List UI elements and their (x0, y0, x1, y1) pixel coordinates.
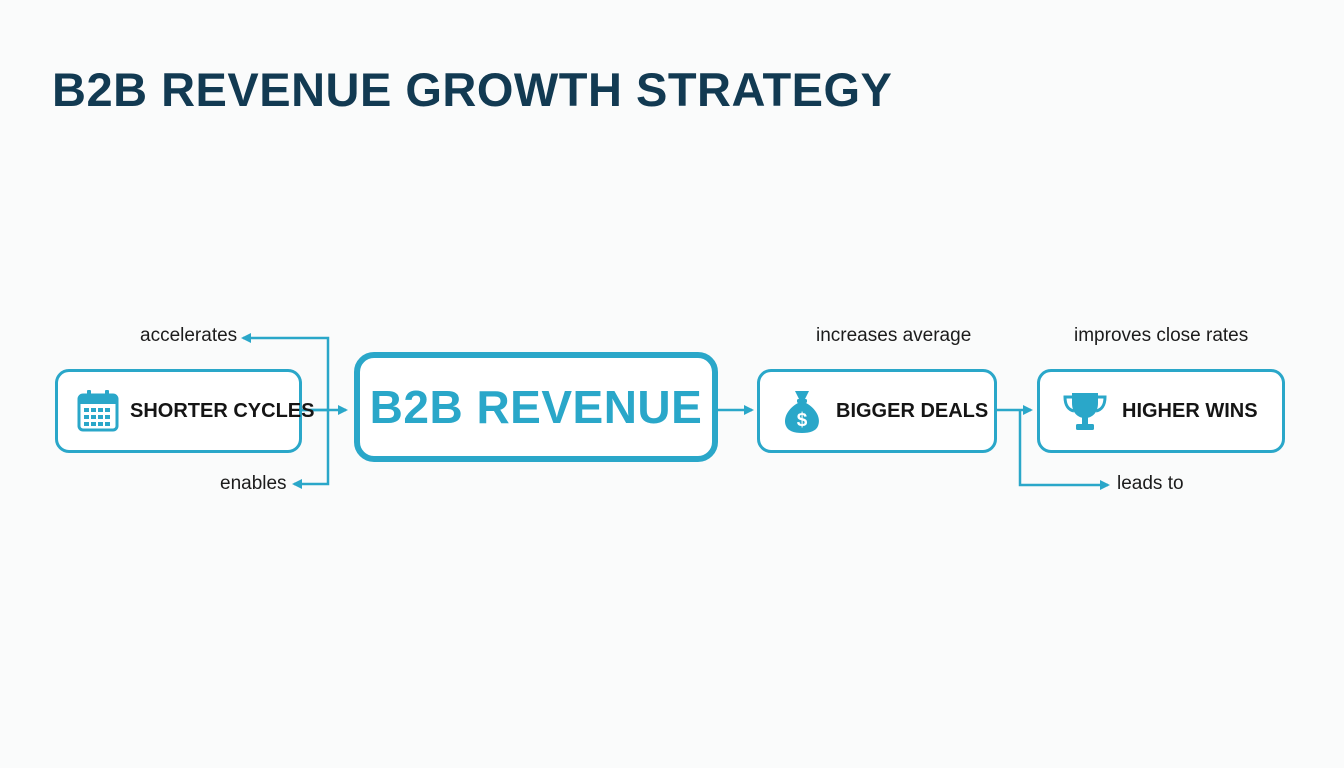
node-bigger-deals: $ BIGGER DEALS (757, 369, 997, 453)
node-higher-wins: HIGHER WINS (1037, 369, 1285, 453)
node-label-shorter-cycles: SHORTER CYCLES (130, 399, 315, 422)
label-increases-average: increases average (816, 325, 972, 346)
arrow-to-enables (292, 410, 330, 489)
diagram-title: B2B REVENUE GROWTH STRATEGY (52, 63, 893, 116)
label-leads-to: leads to (1117, 473, 1184, 494)
node-label-bigger-deals: BIGGER DEALS (836, 399, 989, 422)
node-label-higher-wins: HIGHER WINS (1122, 399, 1258, 422)
trophy-icon (1062, 389, 1108, 433)
money-bag-icon: $ (782, 388, 822, 434)
calendar-icon (76, 389, 120, 433)
center-label: B2B REVENUE (369, 381, 703, 433)
label-accelerates: accelerates (140, 325, 238, 346)
label-improves-close-rates: improves close rates (1074, 325, 1249, 346)
arrow-to-leads-to (1018, 410, 1110, 490)
node-shorter-cycles: SHORTER CYCLES (55, 369, 314, 453)
node-b2b-revenue: B2B REVENUE (354, 352, 718, 462)
label-enables: enables (220, 473, 287, 494)
svg-text:$: $ (797, 410, 808, 431)
